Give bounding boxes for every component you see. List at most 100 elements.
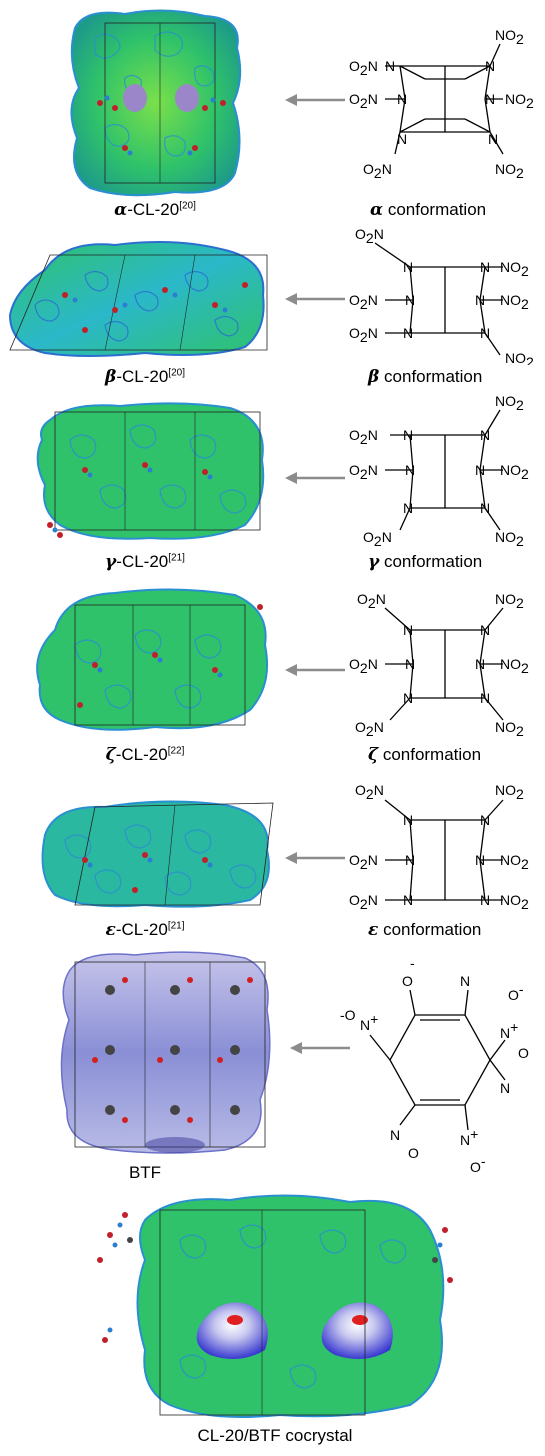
svg-text:N: N xyxy=(403,500,413,516)
svg-text:O2N: O2N xyxy=(349,656,378,676)
svg-text:NO2: NO2 xyxy=(500,259,529,279)
svg-text:O2N: O2N xyxy=(349,292,378,312)
gamma-conformation-label: γ conformation xyxy=(368,552,483,572)
epsilon-crystal-caption: ε-CL-20[21] xyxy=(105,920,185,940)
svg-text:O: O xyxy=(402,973,413,989)
zeta-crystal-surface-image xyxy=(36,588,269,731)
svg-text:O-: O- xyxy=(508,981,524,1003)
svg-text:N: N xyxy=(403,325,413,341)
svg-text:O2N: O2N xyxy=(349,58,378,78)
svg-text:N: N xyxy=(405,462,415,478)
svg-text:N: N xyxy=(480,427,490,443)
svg-text:N: N xyxy=(403,812,413,828)
epsilon-conformation-label: ε conformation xyxy=(368,920,482,940)
svg-text:O2N: O2N xyxy=(355,719,384,739)
svg-text:O2N: O2N xyxy=(349,427,378,447)
epsilon-crystal-surface-image xyxy=(41,800,274,908)
svg-text:N: N xyxy=(390,1127,400,1143)
svg-text:N: N xyxy=(480,690,490,706)
svg-text:N: N xyxy=(500,1080,510,1096)
svg-text:N: N xyxy=(488,131,498,147)
alpha-conformation-structure: O2N N N NO2 O2N N N NO2 N N O2N NO2 xyxy=(349,27,534,181)
svg-text:N: N xyxy=(405,292,415,308)
btf-caption: BTF xyxy=(128,1163,162,1182)
svg-text:N: N xyxy=(480,812,490,828)
svg-text:N+: N+ xyxy=(360,1011,378,1033)
gamma-crystal-surface-image xyxy=(36,402,265,540)
svg-text:O2N: O2N xyxy=(349,91,378,111)
btf-crystal-surface-image xyxy=(60,951,271,1154)
svg-text:O: O xyxy=(408,1145,419,1161)
alpha-crystal-caption: α-CL-20[20] xyxy=(114,200,196,220)
cocrystal-surface-image xyxy=(97,1194,453,1419)
row-alpha: α-CL-20[20] O2N N N NO2 O2N N N NO2 N N … xyxy=(0,0,545,225)
svg-text:NO2: NO2 xyxy=(500,656,529,676)
svg-text:N: N xyxy=(475,292,485,308)
svg-text:O: O xyxy=(518,1045,529,1061)
svg-text:N: N xyxy=(460,973,470,989)
alpha-conformation-label: α conformation xyxy=(370,200,487,220)
svg-text:N: N xyxy=(405,852,415,868)
svg-text:N: N xyxy=(385,58,395,74)
svg-text:N: N xyxy=(397,131,407,147)
svg-text:NO2: NO2 xyxy=(495,591,524,611)
gamma-crystal-caption: γ-CL-20[21] xyxy=(105,552,185,572)
svg-text:-O: -O xyxy=(340,1007,356,1023)
svg-text:O-: O- xyxy=(470,1153,486,1175)
svg-text:N: N xyxy=(475,656,485,672)
svg-text:N: N xyxy=(480,500,490,516)
svg-text:N: N xyxy=(475,462,485,478)
beta-conformation-label: β conformation xyxy=(368,367,483,387)
svg-text:-: - xyxy=(410,955,415,971)
svg-text:NO2: NO2 xyxy=(495,529,524,549)
row-btf: BTF O- N N+ -O N+ O- O N N O N+ O- xyxy=(0,950,545,1190)
svg-text:N: N xyxy=(475,852,485,868)
svg-text:N+: N+ xyxy=(500,1019,518,1041)
svg-text:NO2: NO2 xyxy=(495,27,524,47)
svg-text:N: N xyxy=(405,656,415,672)
svg-text:O2N: O2N xyxy=(363,529,392,549)
svg-text:N: N xyxy=(480,622,490,638)
svg-text:NO2: NO2 xyxy=(500,892,529,912)
svg-text:O2N: O2N xyxy=(349,462,378,482)
beta-crystal-surface-image xyxy=(8,240,268,357)
svg-text:N: N xyxy=(480,325,490,341)
svg-text:N+: N+ xyxy=(460,1126,478,1148)
svg-text:NO2: NO2 xyxy=(495,782,524,802)
svg-text:O2N: O2N xyxy=(349,852,378,872)
gamma-arrow xyxy=(285,472,345,484)
svg-text:N: N xyxy=(480,892,490,908)
alpha-arrow xyxy=(285,94,345,106)
zeta-crystal-caption: ζ-CL-20[22] xyxy=(105,745,185,765)
svg-text:N: N xyxy=(403,259,413,275)
svg-text:O2N: O2N xyxy=(357,591,386,611)
row-cocrystal: CL-20/BTF cocrystal xyxy=(0,1190,545,1456)
beta-crystal-caption: β-CL-20[20] xyxy=(105,367,185,387)
svg-text:NO2: NO2 xyxy=(495,719,524,739)
epsilon-arrow xyxy=(285,852,345,864)
svg-text:NO2: NO2 xyxy=(495,161,524,181)
zeta-conformation-label: ζ conformation xyxy=(368,745,482,765)
svg-text:N: N xyxy=(403,622,413,638)
svg-text:NO2: NO2 xyxy=(505,91,534,111)
btf-structure: O- N N+ -O N+ O- O N N O N+ O- xyxy=(340,955,529,1175)
svg-text:O2N: O2N xyxy=(349,892,378,912)
alpha-crystal-surface-image xyxy=(70,9,242,197)
svg-text:NO2: NO2 xyxy=(500,852,529,872)
svg-text:N: N xyxy=(485,58,495,74)
svg-text:N: N xyxy=(480,259,490,275)
cocrystal-caption: CL-20/BTF cocrystal xyxy=(197,1426,353,1445)
svg-text:O2N: O2N xyxy=(355,782,384,802)
svg-text:NO2: NO2 xyxy=(505,350,534,365)
zeta-arrow xyxy=(285,664,345,676)
beta-arrow xyxy=(285,293,345,305)
svg-text:NO2: NO2 xyxy=(495,393,524,413)
svg-text:N: N xyxy=(397,91,407,107)
